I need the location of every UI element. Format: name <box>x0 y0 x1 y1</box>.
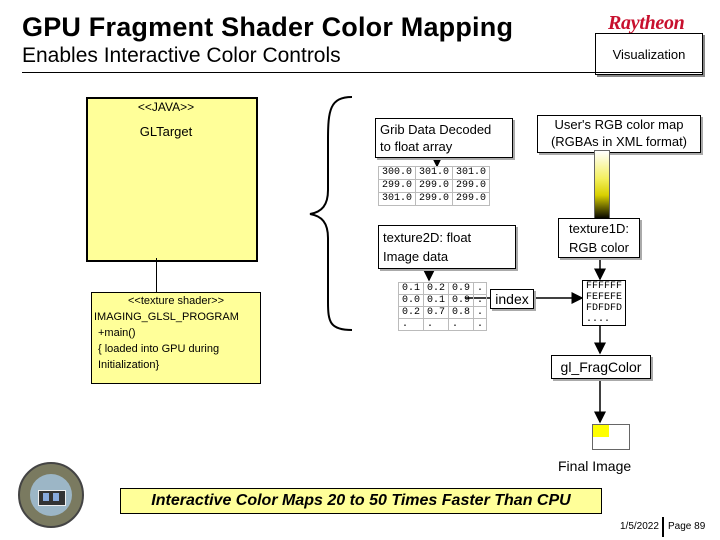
slide-title: GPU Fragment Shader Color Mapping <box>22 12 514 42</box>
footer-divider <box>662 517 664 537</box>
table-cell: 0.9 <box>448 294 475 307</box>
table-cell: 301.0 <box>377 192 417 206</box>
visualization-badge: Visualization <box>595 33 703 75</box>
table-cell: . <box>423 318 450 331</box>
frag-color-box: gl_FragColor <box>551 355 651 379</box>
grouping-brace <box>309 96 353 331</box>
texture1d-box: texture1D: RGB color <box>558 218 640 258</box>
gltarget-class-box <box>86 97 258 262</box>
table-cell: 299.0 <box>377 179 417 193</box>
texture2d-box: texture2D: float Image data <box>378 225 516 269</box>
table-cell: FEFEFE <box>586 292 623 303</box>
texture-shader-box: <<texture shader>> IMAGING_GLSL_PROGRAM … <box>91 292 261 384</box>
raytheon-logo: Raytheon <box>608 12 685 34</box>
table-cell: . <box>397 318 425 331</box>
table-cell: .... <box>586 314 611 325</box>
colormap-gradient-bar <box>594 150 610 220</box>
index-label: index <box>490 289 534 309</box>
texture2d-line1: texture2D: float <box>383 230 472 245</box>
shader-program-name: IMAGING_GLSL_PROGRAM <box>94 311 239 323</box>
class-association-line <box>156 258 157 293</box>
table-row: FDFDFD <box>583 303 626 314</box>
table-cell: 0.1 <box>423 294 450 307</box>
seal-logo <box>18 462 84 528</box>
user-colormap-box: User's RGB color map (RGBAs in XML forma… <box>537 115 701 153</box>
table-row: .... <box>583 314 626 326</box>
shader-main-method: +main() <box>98 327 136 339</box>
texture1d-line1: texture1D: <box>569 221 629 236</box>
table-cell: 299.0 <box>415 179 454 193</box>
footer-date: 1/5/2022 <box>620 521 659 532</box>
final-image-thumbnail <box>592 424 630 450</box>
shader-note-line2: Initialization} <box>98 359 160 371</box>
user-map-line2: (RGBAs in XML format) <box>550 134 688 149</box>
texture1d-line2: RGB color <box>569 240 629 255</box>
shader-stereotype: <<texture shader>> <box>127 295 224 307</box>
table-cell: . <box>473 282 488 295</box>
grib-line2: to float array <box>380 139 453 154</box>
table-cell: 0.8 <box>448 306 475 319</box>
footer-page-number: Page 89 <box>668 521 706 532</box>
table-cell: . <box>448 318 475 331</box>
table-cell: 299.0 <box>452 192 491 206</box>
table-cell: FDFDFD <box>586 303 623 314</box>
table-cell: 0.7 <box>423 306 450 319</box>
shader-note-line1: { loaded into GPU during <box>98 343 220 355</box>
table-cell: 299.0 <box>415 192 454 206</box>
header-divider <box>22 72 702 73</box>
performance-banner: Interactive Color Maps 20 to 50 Times Fa… <box>120 488 602 514</box>
table-cell: 0.0 <box>397 294 425 307</box>
table-cell: 300.0 <box>377 166 417 180</box>
table-row: FEFEFE <box>583 292 626 303</box>
texture2d-line2: Image data <box>383 249 449 264</box>
grib-decoded-box: Grib Data Decoded to float array <box>375 118 513 158</box>
table-row: FFFFFF <box>583 281 626 293</box>
table-cell: 301.0 <box>452 166 491 180</box>
table-cell: 0.1 <box>397 282 425 295</box>
table-cell: 0.9 <box>448 282 475 295</box>
table-cell: . <box>473 318 488 331</box>
table-cell: . <box>473 294 488 307</box>
table-cell: 301.0 <box>415 166 454 180</box>
table-cell: . <box>473 306 488 319</box>
table-cell: 0.2 <box>423 282 450 295</box>
table-cell: 0.2 <box>397 306 425 319</box>
final-image-label: Final Image <box>558 458 632 474</box>
table-row: .... <box>397 318 488 331</box>
java-stereotype: <<JAVA>> <box>137 100 195 114</box>
grib-line1: Grib Data Decoded <box>380 122 492 137</box>
gltarget-class-name: GLTarget <box>139 124 193 139</box>
table-cell: FFFFFF <box>586 281 623 292</box>
user-map-line1: User's RGB color map <box>554 117 684 132</box>
table-cell: 299.0 <box>452 179 491 193</box>
slide-subtitle: Enables Interactive Color Controls <box>22 44 341 67</box>
